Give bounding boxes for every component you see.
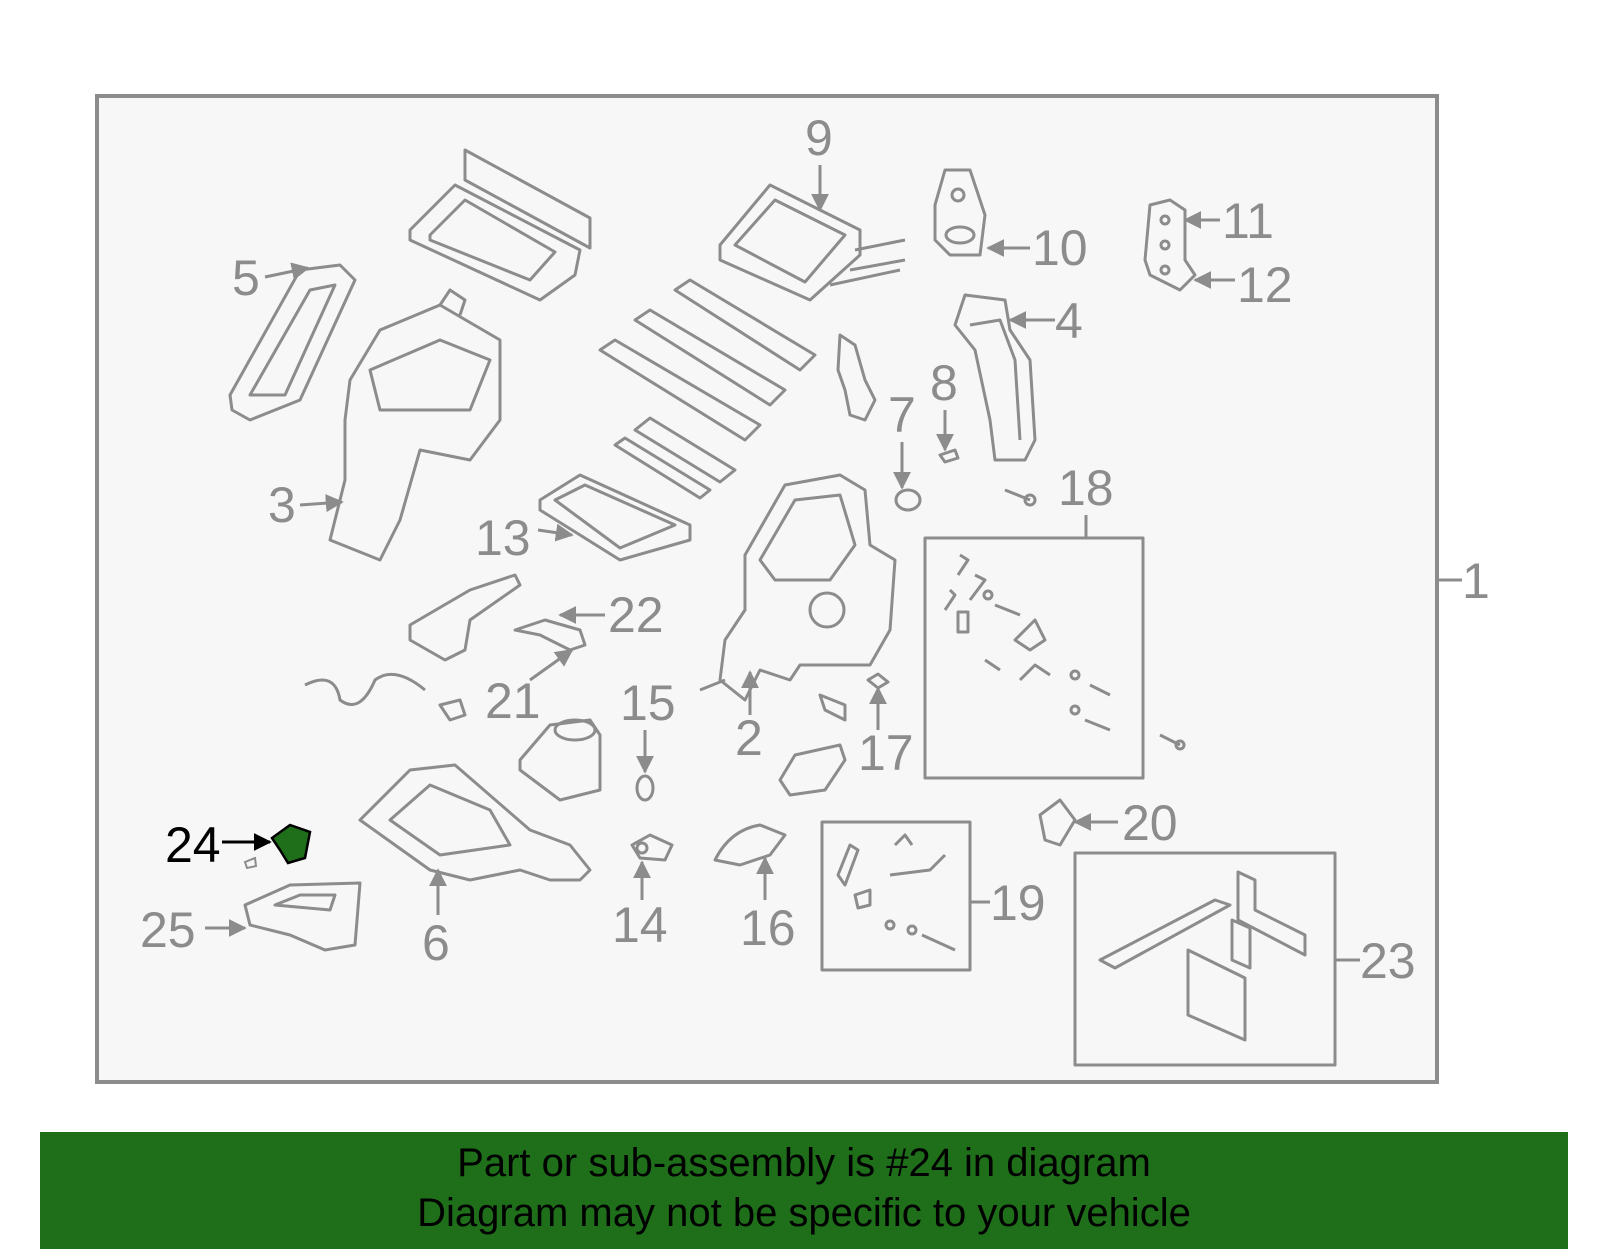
callout-12: 12 xyxy=(1237,257,1293,313)
part-14-sensor xyxy=(630,833,674,862)
callout-10: 10 xyxy=(1032,220,1088,276)
part-24-highlighted[interactable] xyxy=(243,823,312,870)
part-13-evaporator xyxy=(538,473,692,562)
part-18-components xyxy=(943,553,1111,732)
part-23-components xyxy=(1098,870,1307,1042)
part-3-blower-case xyxy=(328,288,502,562)
upper-cover-part xyxy=(408,148,592,302)
callout-17: 17 xyxy=(858,725,914,781)
callout-23: 23 xyxy=(1360,933,1416,989)
callout-25: 25 xyxy=(140,902,196,958)
callout-1: 1 xyxy=(1462,553,1490,609)
callout-22: 22 xyxy=(608,587,664,643)
info-banner: Part or sub-assembly is #24 in diagram D… xyxy=(40,1132,1568,1249)
leader-13 xyxy=(537,523,574,542)
callout-4: 4 xyxy=(1055,293,1083,349)
part-10-bracket xyxy=(933,168,987,257)
part-18-kit-box xyxy=(923,536,1145,780)
callout-9: 9 xyxy=(805,110,833,166)
drain-hose xyxy=(304,672,426,706)
callout-16: 16 xyxy=(740,900,796,956)
linkage-lever xyxy=(836,333,877,422)
callout-8: 8 xyxy=(930,355,958,411)
callout-6: 6 xyxy=(422,915,450,971)
callout-13: 13 xyxy=(475,510,531,566)
callout-7: 7 xyxy=(888,387,916,443)
part-25-duct xyxy=(243,881,362,952)
callout-5: 5 xyxy=(232,250,260,306)
blower-motor xyxy=(518,718,602,802)
part-16-actuator xyxy=(713,823,787,867)
part-20-clip xyxy=(1038,798,1077,847)
part-15-oring xyxy=(635,774,655,802)
callout-21: 21 xyxy=(485,673,541,729)
callout-18: 18 xyxy=(1058,460,1114,516)
part-21-link xyxy=(408,573,522,722)
callout-24[interactable]: 24 xyxy=(165,817,221,873)
callout-14: 14 xyxy=(612,897,668,953)
part-19-kit-box xyxy=(820,820,972,972)
part-6-lower-case xyxy=(358,763,592,882)
part-9-heater-core xyxy=(718,183,906,302)
screw-b xyxy=(1159,733,1186,751)
banner-line-2: Diagram may not be specific to your vehi… xyxy=(417,1191,1191,1235)
leader-21 xyxy=(529,648,574,682)
callout-15: 15 xyxy=(620,675,676,731)
callout-11: 11 xyxy=(1222,193,1274,249)
part-17-clip xyxy=(818,672,890,722)
part-19-components xyxy=(836,833,956,952)
banner-line-1: Part or sub-assembly is #24 in diagram xyxy=(457,1141,1151,1185)
filter-stack xyxy=(598,278,817,500)
part-22-lever xyxy=(513,618,587,652)
part-7-seal xyxy=(894,488,922,512)
part-2-main-case xyxy=(699,473,897,702)
leader-5 xyxy=(264,262,310,281)
gasket xyxy=(778,743,847,797)
screw-a xyxy=(1004,488,1037,507)
leader-3 xyxy=(299,494,344,513)
callout-2: 2 xyxy=(735,710,763,766)
callout-20: 20 xyxy=(1122,795,1178,851)
part-4-duct xyxy=(953,293,1037,462)
callout-3: 3 xyxy=(268,477,296,533)
callout-19: 19 xyxy=(990,875,1046,931)
